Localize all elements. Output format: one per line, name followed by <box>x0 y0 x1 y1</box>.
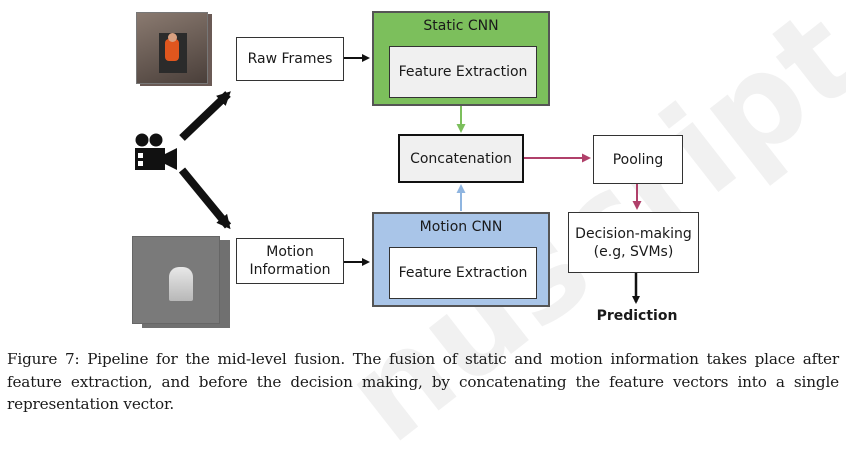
motion-information-box: Motion Information <box>236 238 344 284</box>
motion-frame-image <box>132 236 230 330</box>
figure-caption: Figure 7: Pipeline for the mid-level fus… <box>7 350 839 413</box>
motion-cnn-block: Motion CNN Feature Extraction <box>372 212 550 307</box>
connector-arrows <box>178 54 642 304</box>
raw-frame-image <box>136 12 212 86</box>
arrow-camera-to-raw <box>179 91 231 141</box>
arrow-camera-to-motion <box>178 167 232 230</box>
decision-making-box: Decision-making (e.g, SVMs) <box>568 212 699 273</box>
static-cnn-title: Static CNN <box>423 18 499 34</box>
static-cnn-block: Static CNN Feature Extraction <box>372 11 550 106</box>
motion-feature-extraction: Feature Extraction <box>389 247 537 299</box>
static-feature-extraction: Feature Extraction <box>389 46 537 98</box>
motion-cnn-title: Motion CNN <box>419 219 503 235</box>
video-camera-icon <box>135 133 177 170</box>
prediction-label: Prediction <box>596 308 678 324</box>
raw-frames-box: Raw Frames <box>236 37 344 81</box>
pooling-box: Pooling <box>593 135 683 184</box>
concatenation-box: Concatenation <box>398 134 524 183</box>
